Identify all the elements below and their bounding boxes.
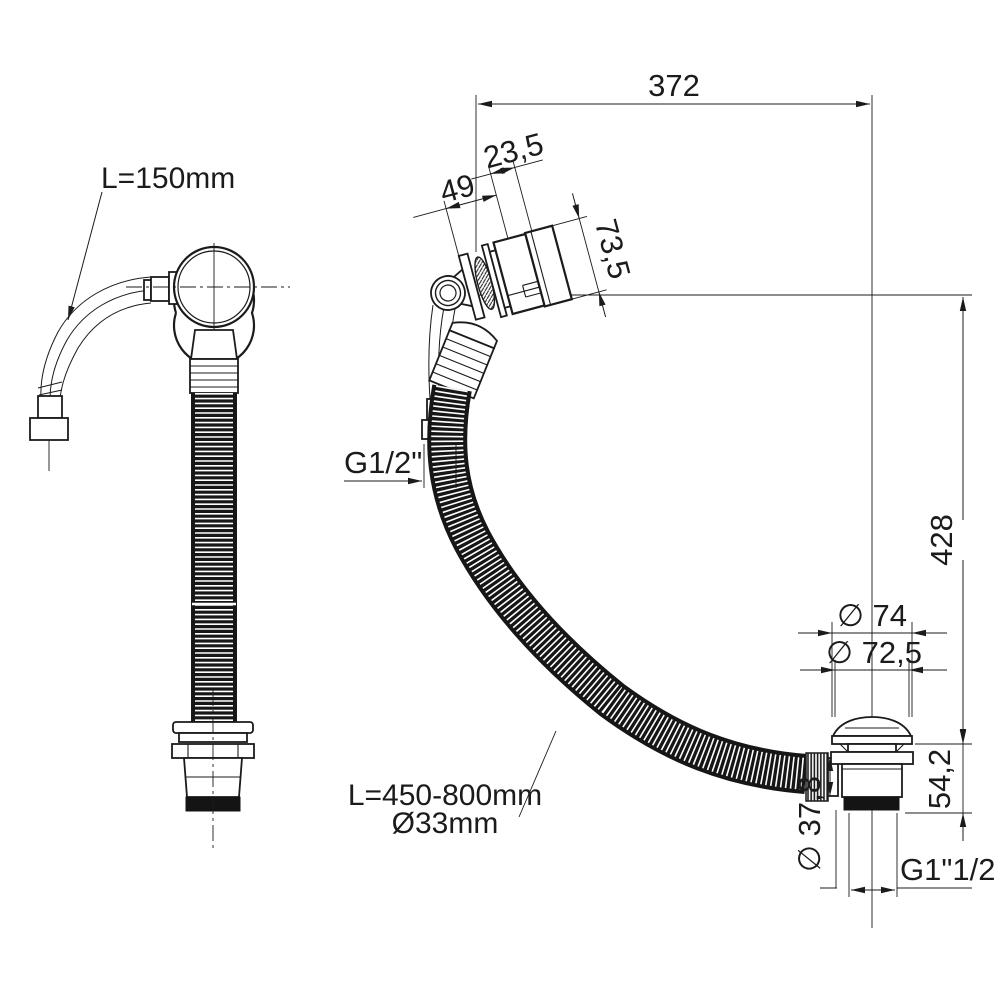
flange-diameter-text: ∅ 72,5 [826,635,922,670]
total-height-text: 428 [924,514,959,566]
dimension-flange-diameter: ∅ 72,5 [800,635,947,717]
left-view: L=150mm [29,162,290,848]
dimension-cover-depth: 23,5 [471,126,547,232]
head-depth-text: 49 [436,167,478,210]
label-drain-thread: G1"1/2 [848,813,995,897]
head-cover [523,224,574,308]
cap-diameter-text: ∅ 74 [837,598,907,633]
inlet-diameter-text: ∅ 37,8 [792,776,827,872]
drain-body-height-text: 54,2 [922,749,957,809]
label-overflow-hose-thread: G1/2" [344,444,457,488]
hose-collar [37,395,63,419]
dimension-drain-body-height: 54,2 [905,716,972,841]
dimension-head-depth: 49 [413,166,509,256]
right-drain-fitting [805,716,914,811]
right-corrugated-hose [427,384,808,794]
label-overflow-hose-length: L=150mm [67,162,235,321]
popup-cap [831,716,913,737]
right-overflow-head: 49 23,5 73,5 [413,126,637,321]
main-hose-length-text: L=450-800mm [348,779,542,812]
left-drain-fitting [171,690,255,848]
right-hose-stub [428,321,499,400]
label-main-hose: L=450-800mm Ø33mm [348,730,557,840]
right-view: 49 23,5 73,5 372 [344,68,995,928]
face-diameter-text: 73,5 [588,215,637,282]
overflow-hose-length-text: L=150mm [101,162,235,195]
left-hose-stub [189,329,239,394]
dimension-inlet-diameter: ∅ 37,8 [792,757,837,889]
cover-depth-text: 23,5 [480,126,547,175]
drain-thread-text: G1"1/2 [900,852,995,887]
drain-thread [843,796,900,811]
left-corrugated-hose [191,393,237,722]
main-hose-diameter-text: Ø33mm [392,807,499,840]
left-overflow-hose [29,276,152,471]
hose-nut [29,417,69,441]
total-width-text: 372 [648,68,700,103]
dimension-total-width: 372 [478,68,870,108]
dimension-total-height: 428 [924,297,967,743]
overflow-hose-thread-text: G1/2" [344,445,422,480]
dimension-cap-diameter: ∅ 74 [798,598,947,717]
